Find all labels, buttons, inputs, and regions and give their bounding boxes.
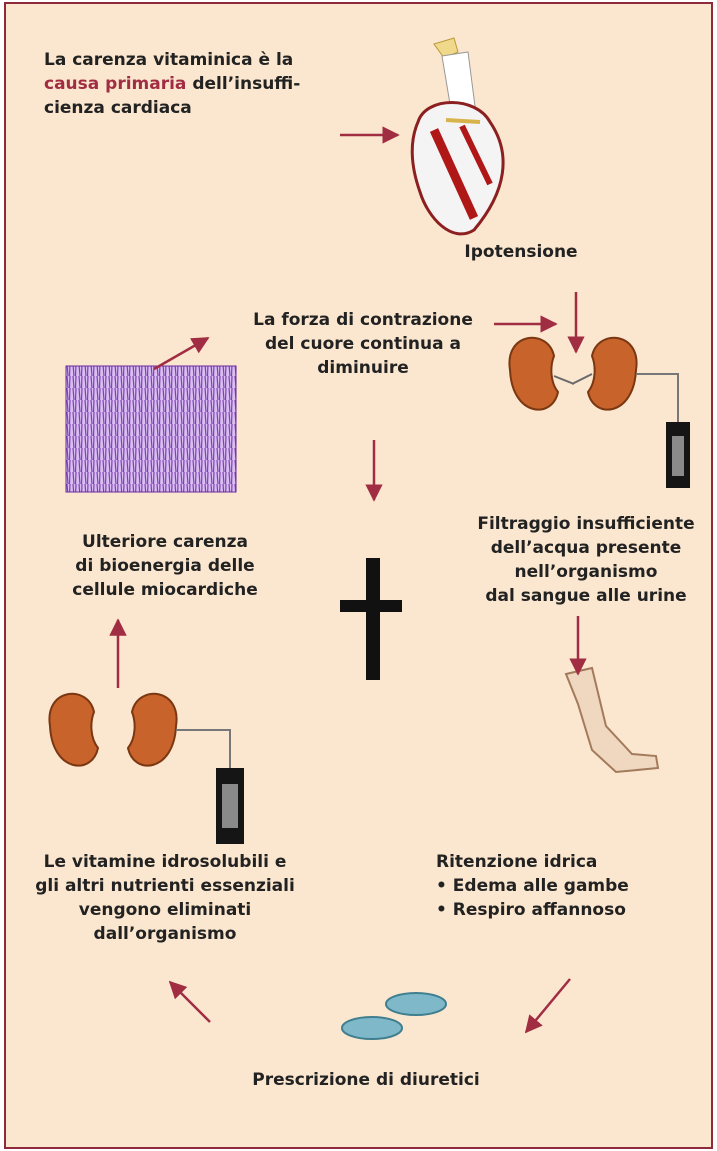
node-line: Ulteriore carenza (82, 532, 248, 552)
node-line: dell’acqua presente (490, 538, 682, 558)
diagram-artwork (48, 37, 690, 1040)
node-line: cellule miocardiche (72, 580, 258, 600)
node-diuretics: Prescrizione di diuretici (252, 1070, 480, 1090)
node-line: La forza di contrazione (253, 310, 473, 330)
node-line: Filtraggio insufficiente (477, 514, 695, 534)
retention-item: • Respiro affannoso (436, 900, 626, 920)
heart-icon (410, 37, 505, 236)
arrow (153, 336, 210, 371)
kidneys-icon (48, 692, 244, 844)
intro-text: La carenza vitaminica è la causa primari… (44, 48, 344, 120)
node-line: Le vitamine idrosolubili e (43, 852, 287, 872)
node-retention: Ritenzione idrica • Edema alle gambe • R… (436, 850, 676, 922)
node-vitamins: Le vitamine idrosolubili e gli altri nut… (20, 850, 310, 946)
node-hypotension: Ipotensione (464, 242, 578, 262)
intro-line: causa primaria dell’insuffi- (44, 72, 344, 96)
intro-line-rest: dell’insuffi- (192, 74, 301, 94)
kidneys-icon (508, 336, 690, 488)
node-line: di bioenergia delle (75, 556, 255, 576)
intro-line: La carenza vitaminica è la (44, 50, 294, 70)
node-bioenergy: Ulteriore carenza di bioenergia delle ce… (50, 530, 280, 602)
diagram-panel: La carenza vitaminica è la causa primari… (4, 2, 713, 1149)
muscle-tissue-icon (65, 365, 237, 493)
node-filtration: Filtraggio insufficiente dell’acqua pres… (462, 512, 710, 608)
node-contraction: La forza di contrazione del cuore contin… (228, 308, 498, 380)
node-line: vengono eliminati (78, 900, 252, 920)
node-line: del cuore continua a (264, 334, 461, 354)
arrow (168, 980, 211, 1023)
retention-item: • Edema alle gambe (436, 876, 629, 896)
retention-title: Ritenzione idrica (436, 852, 598, 872)
node-line: dal sangue alle urine (485, 586, 687, 606)
leg-icon (564, 666, 660, 774)
cross-icon (340, 558, 402, 680)
intro-highlight: causa primaria (44, 74, 187, 94)
pills-icon (341, 992, 447, 1040)
node-line: dall’organismo (93, 924, 237, 944)
arrow (524, 978, 571, 1034)
intro-line: cienza cardiaca (44, 98, 192, 118)
node-line: gli altri nutrienti essenziali (35, 876, 295, 896)
node-line: nell’organismo (514, 562, 658, 582)
node-line: diminuire (317, 358, 409, 378)
